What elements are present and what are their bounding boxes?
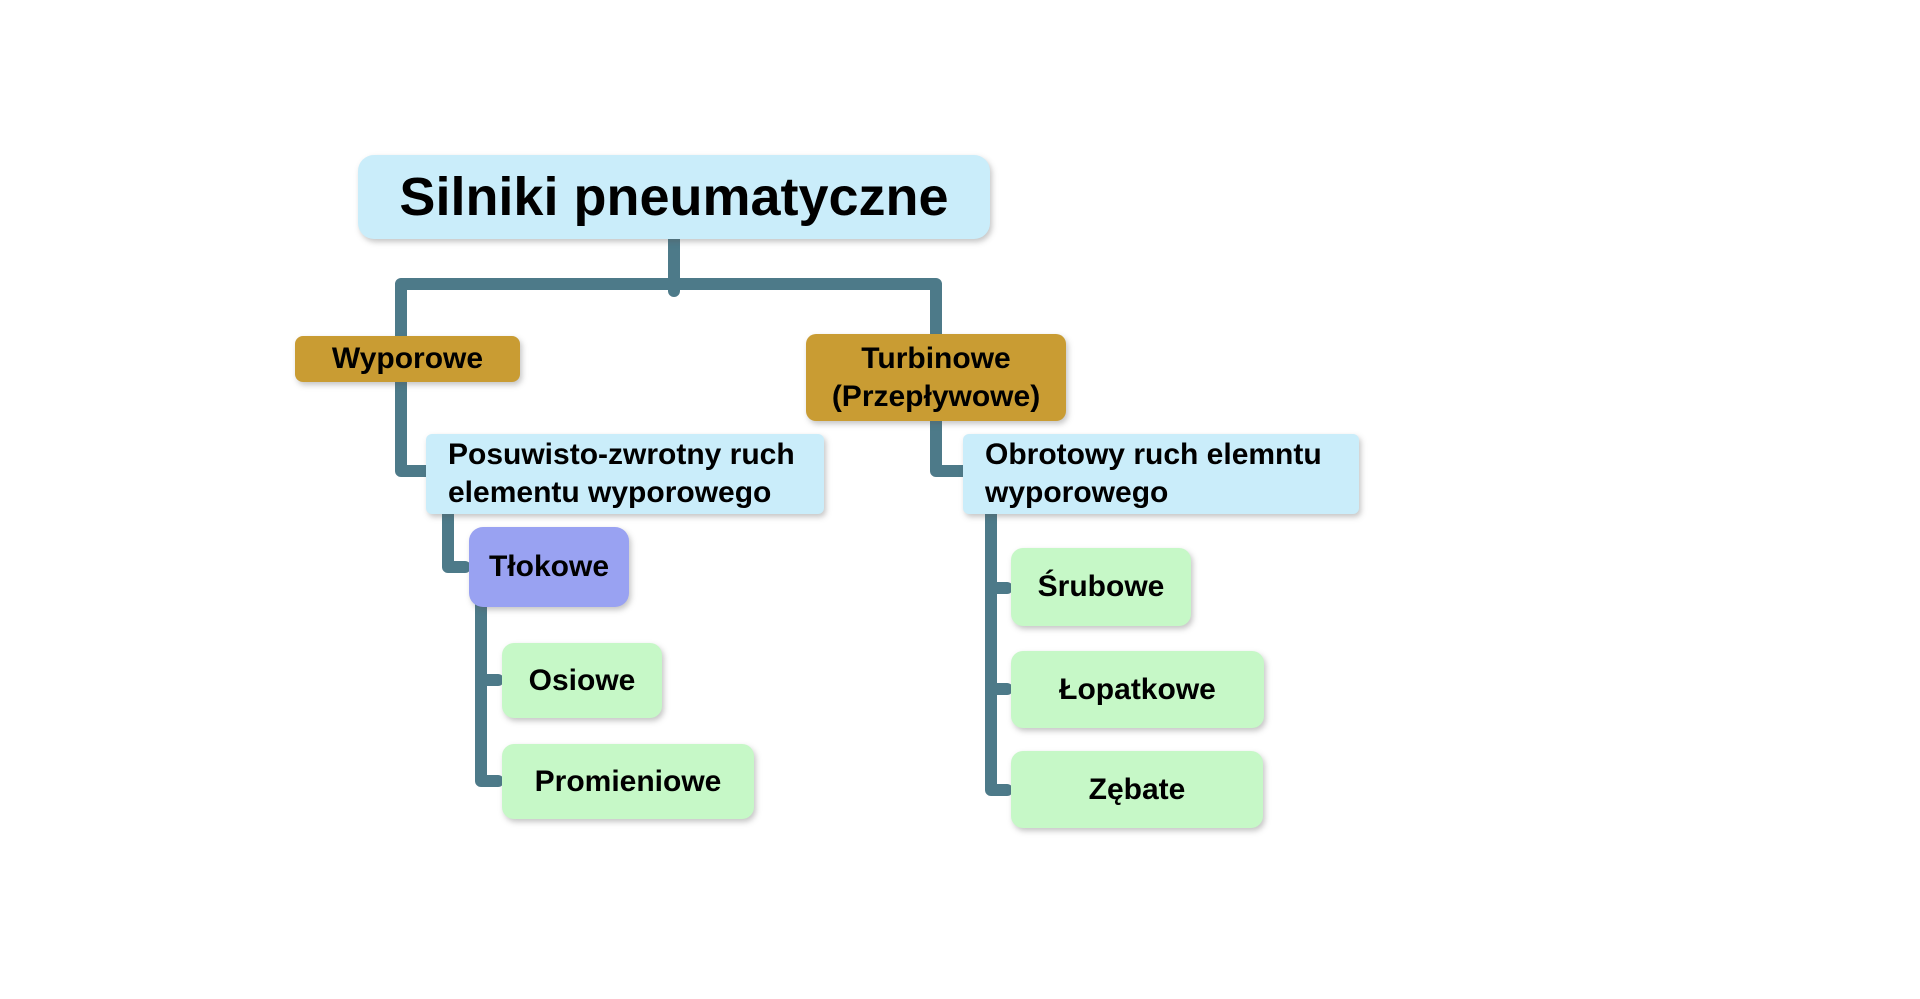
- node-obrotowy-line1: Obrotowy ruch elemntu: [985, 438, 1322, 471]
- node-leaf-osiowe: Osiowe: [502, 643, 662, 718]
- node-turbinowe-line2: (Przepływowe): [831, 379, 1041, 413]
- node-leaf-srubowe: Śrubowe: [1011, 548, 1191, 626]
- connector-crossbar-branches: [395, 278, 969, 477]
- node-leaf-promieniowe: Promieniowe: [502, 744, 754, 819]
- node-zebate-label: Zębate: [1088, 772, 1186, 806]
- node-posuwisto-line2: elementu wyporowego: [448, 476, 772, 509]
- node-tlokowe: Tłokowe: [469, 527, 629, 607]
- connector-left-trunk-to-leaves: [475, 594, 504, 787]
- node-turbinowe-line1: Turbinowe: [861, 341, 1011, 375]
- connector-right-trunk-to-leaves: [985, 499, 1013, 796]
- node-lopatkowe-label: Łopatkowe: [1059, 672, 1216, 706]
- node-root-label: Silniki pneumatyczne: [399, 167, 949, 227]
- node-posuwisto-line1: Posuwisto-zwrotny ruch: [448, 438, 795, 471]
- node-category-turbinowe: Turbinowe (Przepływowe): [806, 334, 1066, 421]
- node-srubowe-label: Śrubowe: [1037, 570, 1165, 603]
- node-osiowe-label: Osiowe: [528, 663, 636, 697]
- node-motion-posuwisto-zwrotny: Posuwisto-zwrotny ruch elementu wyporowe…: [426, 434, 824, 514]
- node-root-silniki-pneumatyczne: Silniki pneumatyczne: [358, 155, 990, 239]
- node-obrotowy-line2: wyporowego: [985, 476, 1169, 509]
- node-tlokowe-label: Tłokowe: [488, 550, 609, 583]
- connector-left-trunk-to-tlokowe: [442, 499, 471, 573]
- node-promieniowe-label: Promieniowe: [534, 764, 722, 798]
- node-motion-obrotowy: Obrotowy ruch elemntu wyporowego: [963, 434, 1359, 514]
- node-category-wyporowe: Wyporowe: [295, 336, 520, 382]
- node-leaf-lopatkowe: Łopatkowe: [1011, 651, 1264, 728]
- node-leaf-zebate: Zębate: [1011, 751, 1263, 828]
- node-wyporowe-label: Wyporowe: [331, 342, 484, 375]
